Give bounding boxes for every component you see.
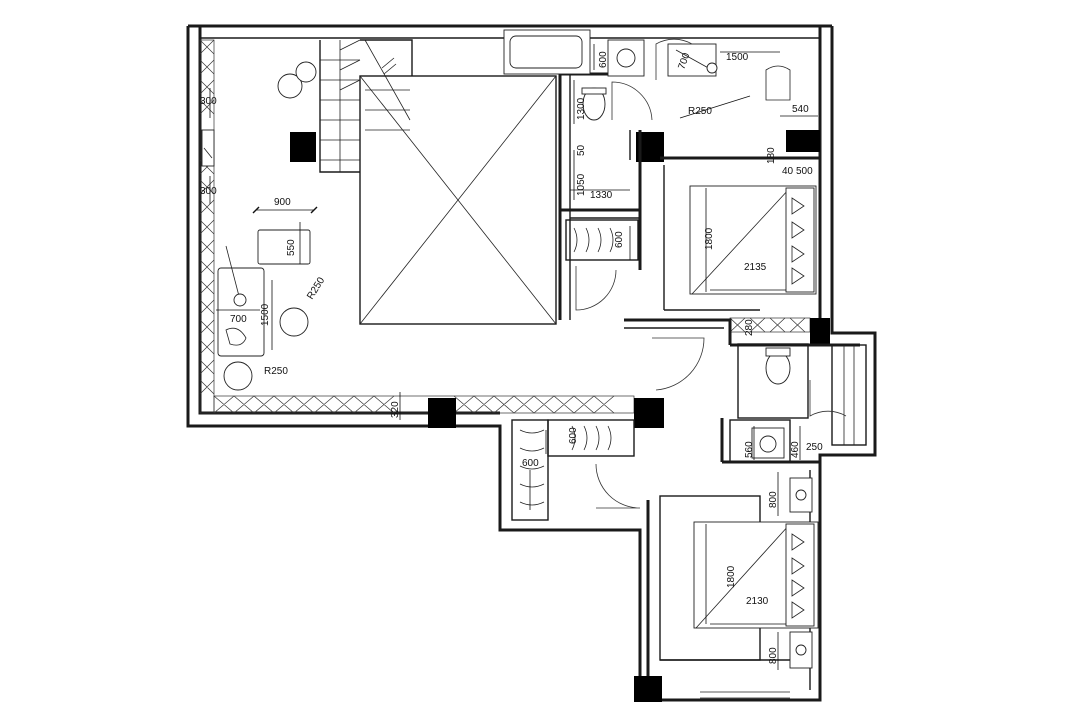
door-shower <box>655 38 693 80</box>
dim-320: 320 <box>390 401 401 418</box>
dim-50: 50 <box>576 144 587 156</box>
door-corridor <box>652 337 705 391</box>
dim-800-upper: 800 <box>768 491 779 508</box>
fixtures <box>201 29 819 669</box>
structural-columns <box>290 130 830 702</box>
plant-right <box>295 61 317 83</box>
dim-1500-lounge: 1500 <box>260 303 271 326</box>
dim-1800-bed2: 1800 <box>726 565 737 588</box>
dim-600-wardrobe3: 600 <box>522 458 539 469</box>
toilet-2 <box>765 351 791 385</box>
dim-460: 460 <box>790 441 801 458</box>
desk <box>257 229 311 265</box>
door-bath-2 <box>809 380 847 417</box>
dim-r250-table2: R250 <box>264 366 288 377</box>
dim-1800-bed1: 1800 <box>704 227 715 250</box>
dim-600-wardrobe2: 600 <box>568 427 579 444</box>
dim-r250-door: R250 <box>688 106 712 117</box>
round-table-2 <box>223 361 253 391</box>
dim-2135: 2135 <box>744 262 767 273</box>
shower-tray <box>667 43 717 77</box>
dimension-lines <box>209 44 818 670</box>
dim-1300: 1300 <box>576 97 587 120</box>
door-bed-2 <box>595 463 641 509</box>
dim-2130: 2130 <box>746 596 769 607</box>
dim-900: 900 <box>274 197 291 208</box>
dimension-labels: 300 300 900 550 700 1500 R250 R250 320 6… <box>200 51 823 664</box>
dim-1330: 1330 <box>590 190 613 201</box>
dim-600-basin: 600 <box>598 51 609 68</box>
dim-300-lower: 300 <box>200 186 217 197</box>
plant-left <box>277 73 303 99</box>
dim-40: 40 <box>782 166 794 177</box>
staircase <box>319 39 413 173</box>
dim-550: 550 <box>286 239 297 256</box>
dim-560: 560 <box>744 441 755 458</box>
doors <box>575 38 847 509</box>
door-bath-1 <box>611 81 653 121</box>
door-bed-1 <box>575 266 617 311</box>
dim-1500-shower: 1500 <box>726 52 749 63</box>
dim-500: 500 <box>796 166 813 177</box>
dim-800-lower: 800 <box>768 647 779 664</box>
basin-2 <box>751 427 785 459</box>
dim-r250-table1: R250 <box>305 275 327 301</box>
dim-540: 540 <box>792 104 809 115</box>
dim-600-wardrobe1: 600 <box>614 231 625 248</box>
dim-280: 280 <box>744 319 755 336</box>
dim-1050: 1050 <box>576 173 587 196</box>
dim-250: 250 <box>806 442 823 453</box>
dim-300-upper: 300 <box>200 96 217 107</box>
dim-700-lounge: 700 <box>230 314 247 325</box>
lounge-chair <box>217 267 265 357</box>
dim-180: 180 <box>766 147 777 164</box>
round-table-1 <box>279 307 309 337</box>
